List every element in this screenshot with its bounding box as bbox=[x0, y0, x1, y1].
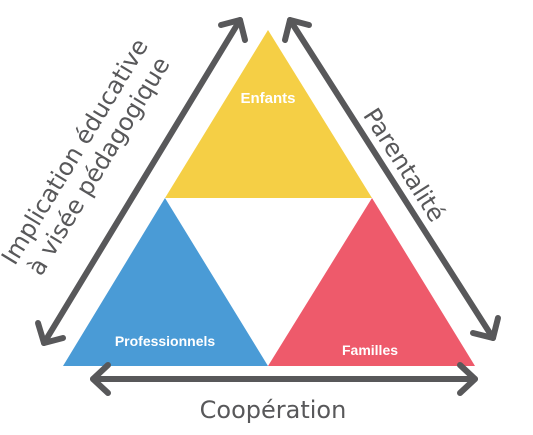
left-double-arrow bbox=[35, 17, 248, 346]
triangle-familles bbox=[268, 198, 475, 366]
label-familles: Familles bbox=[342, 342, 398, 358]
bottom-double-arrow bbox=[90, 362, 478, 396]
triangle-enfants bbox=[165, 30, 372, 198]
triangle-professionnels bbox=[63, 198, 268, 366]
label-enfants: Enfants bbox=[240, 90, 295, 107]
right-double-arrow bbox=[282, 17, 501, 341]
label-professionnels: Professionnels bbox=[115, 333, 216, 349]
edge-label-bottom: Coopération bbox=[200, 396, 347, 424]
svg-text:Implication éducative: Implication éducative bbox=[0, 34, 154, 270]
